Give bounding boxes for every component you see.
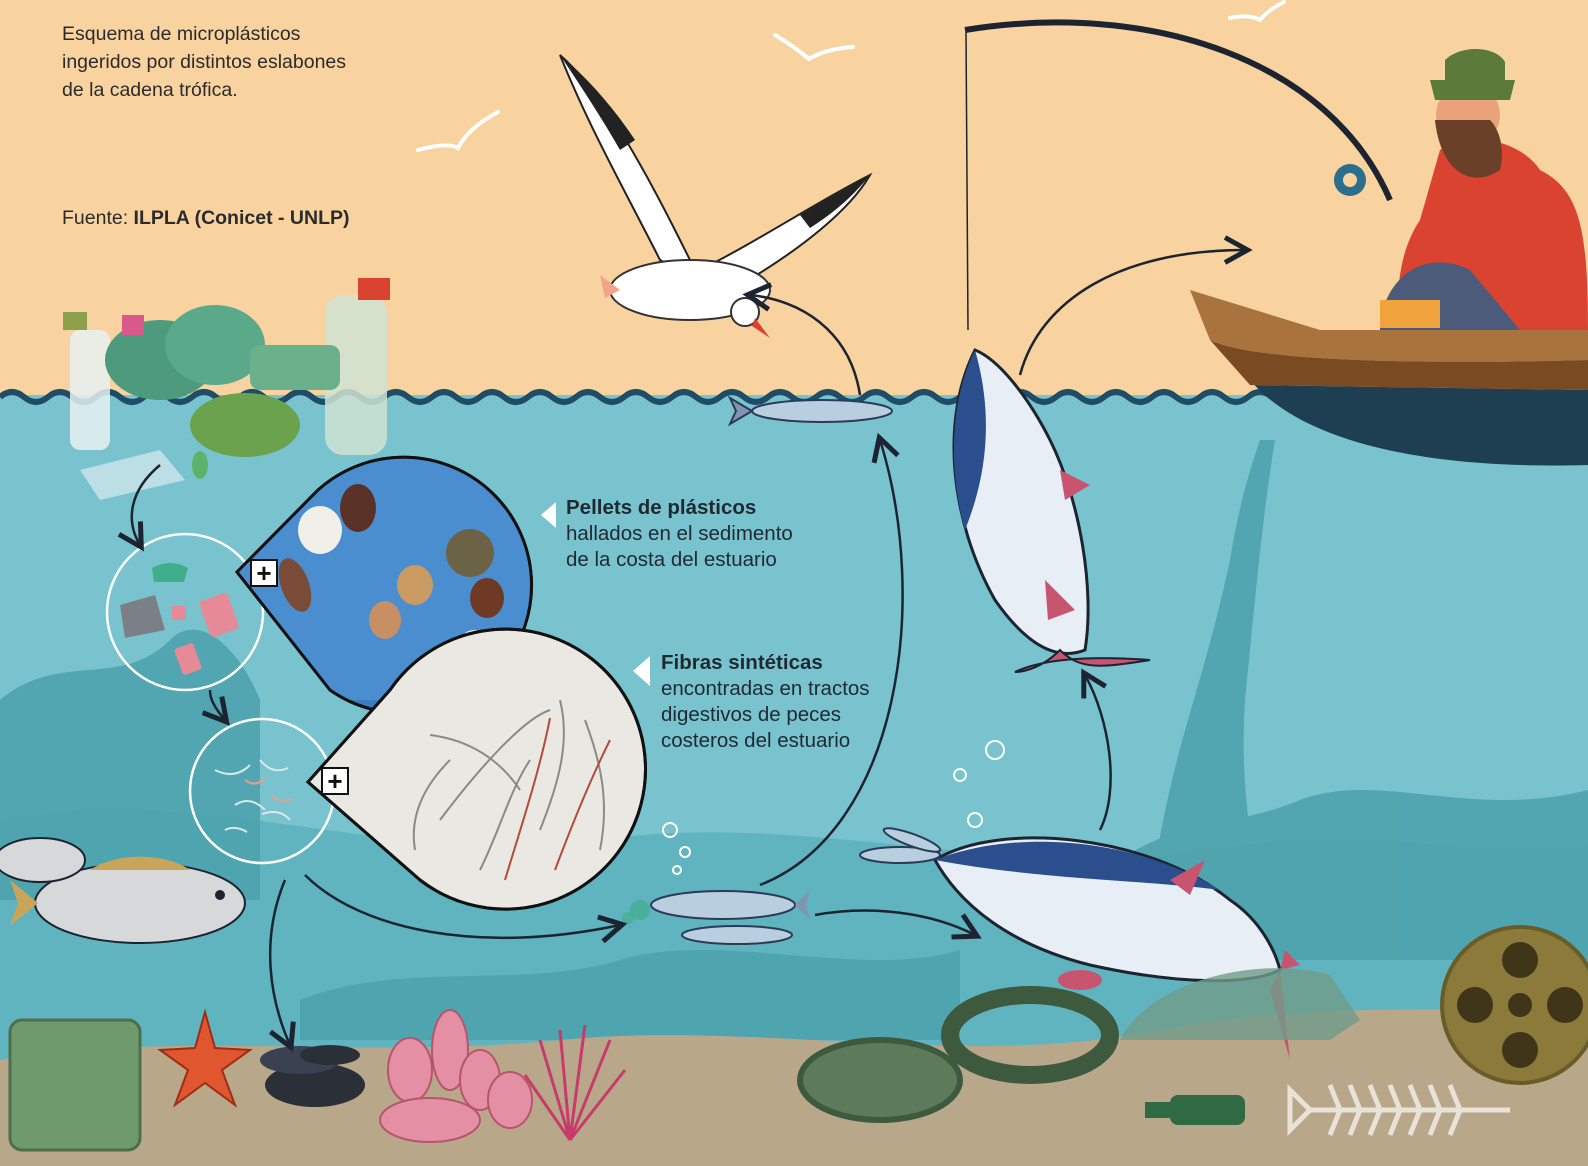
film-reel-icon xyxy=(1442,927,1588,1083)
mussels-icon xyxy=(260,1045,365,1107)
intro-text: Esquema de microplásticos ingeridos por … xyxy=(62,20,422,104)
intro-line-1: Esquema de microplásticos xyxy=(62,20,422,48)
source-credit: Fuente: ILPLA (Conicet - UNLP) xyxy=(62,207,349,230)
pellets-zoom-marker-sign: + xyxy=(256,558,271,588)
pellets-callout-line-2: de la costa del estuario xyxy=(566,547,826,573)
intro-line-2: ingeridos por distintos eslabones xyxy=(62,48,422,76)
source-label: Fuente: xyxy=(62,207,134,229)
fibers-zoom-marker-sign: + xyxy=(327,766,342,796)
fibers-callout-line-3: costeros del estuario xyxy=(661,728,921,754)
pellets-callout-line-1: hallados en el sedimento xyxy=(566,521,826,547)
sunken-jerrycan-icon xyxy=(10,1020,140,1150)
fibers-callout: Fibras sintéticas encontradas en tractos… xyxy=(661,650,921,754)
intro-line-3: de la cadena trófica. xyxy=(62,76,422,104)
source-value: ILPLA (Conicet - UNLP) xyxy=(134,207,350,229)
fibers-callout-line-2: digestivos de peces xyxy=(661,702,921,728)
fibers-callout-line-1: encontradas en tractos xyxy=(661,676,921,702)
pellets-callout: Pellets de plásticos hallados en el sedi… xyxy=(566,495,826,573)
fibers-callout-title: Fibras sintéticas xyxy=(661,650,921,676)
pellets-callout-title: Pellets de plásticos xyxy=(566,495,826,521)
